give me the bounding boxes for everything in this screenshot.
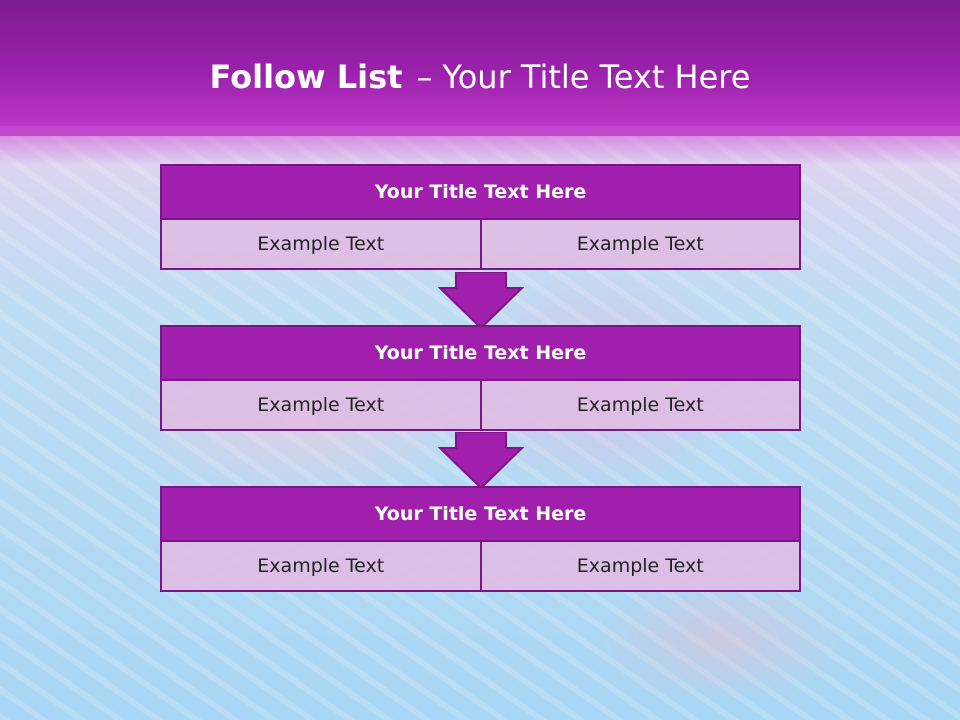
step-cell-right: Example Text bbox=[481, 381, 801, 431]
title-rest: Your Title Text Here bbox=[442, 58, 751, 96]
slide-title: Follow List–Your Title Text Here bbox=[0, 52, 960, 102]
step-cell-left: Example Text bbox=[160, 220, 482, 270]
step-title: Your Title Text Here bbox=[160, 164, 801, 220]
step-title: Your Title Text Here bbox=[160, 486, 801, 542]
step-row: Example Text Example Text bbox=[160, 220, 801, 270]
title-bold: Follow List bbox=[209, 58, 403, 96]
down-arrow-icon bbox=[438, 272, 524, 330]
step-title: Your Title Text Here bbox=[160, 325, 801, 381]
step-cell-right: Example Text bbox=[481, 542, 801, 592]
step-cell-left: Example Text bbox=[160, 381, 482, 431]
step-cell-right: Example Text bbox=[481, 220, 801, 270]
header-fade bbox=[0, 126, 960, 166]
step-block-2: Your Title Text Here Example Text Exampl… bbox=[160, 325, 801, 431]
step-row: Example Text Example Text bbox=[160, 542, 801, 592]
down-arrow-icon bbox=[438, 432, 524, 490]
step-cell-left: Example Text bbox=[160, 542, 482, 592]
step-block-3: Your Title Text Here Example Text Exampl… bbox=[160, 486, 801, 592]
step-block-1: Your Title Text Here Example Text Exampl… bbox=[160, 164, 801, 270]
step-row: Example Text Example Text bbox=[160, 381, 801, 431]
title-separator: – bbox=[416, 58, 433, 96]
header-band bbox=[0, 0, 960, 136]
